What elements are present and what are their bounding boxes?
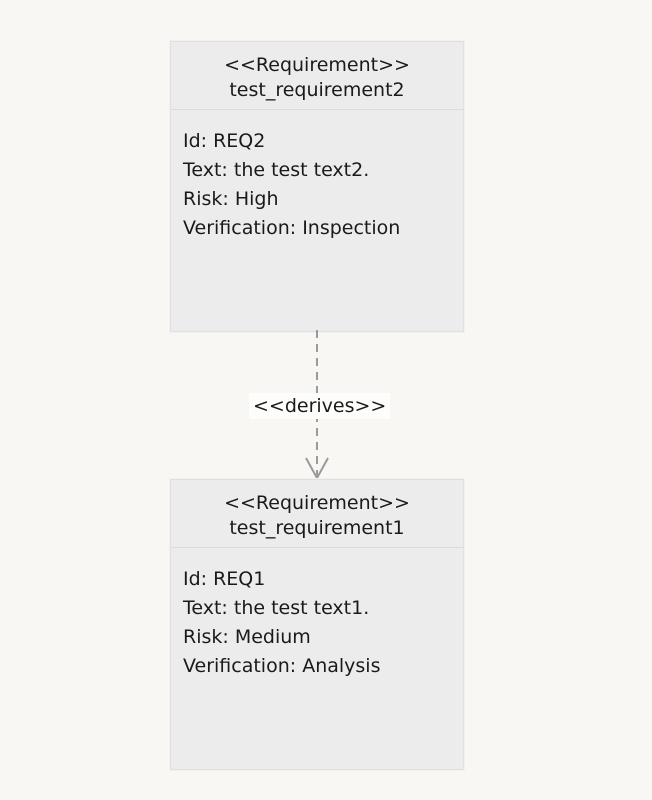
requirement-attribute-verification: Verification: Analysis — [183, 655, 381, 677]
requirement-stereotype: <<Requirement>> — [224, 53, 410, 76]
requirement-attribute-id: Id: REQ1 — [183, 568, 266, 590]
requirement-attribute-compartment: Id: REQ1 Text: the test text1. Risk: Med… — [171, 548, 463, 681]
requirement-stereotype: <<Requirement>> — [224, 491, 410, 514]
requirement-attribute-risk: Risk: Medium — [183, 626, 311, 648]
requirement-header: <<Requirement>> test_requirement1 — [171, 480, 463, 548]
requirement-header: <<Requirement>> test_requirement2 — [171, 42, 463, 110]
requirement-attribute-text: Text: the test text1. — [183, 597, 370, 619]
requirement-name: test_requirement2 — [229, 78, 405, 101]
requirement-block-test-requirement2[interactable]: <<Requirement>> test_requirement2 Id: RE… — [170, 41, 464, 332]
requirement-attribute-compartment: Id: REQ2 Text: the test text2. Risk: Hig… — [171, 110, 463, 243]
requirement-name: test_requirement1 — [229, 516, 405, 539]
requirement-attribute-risk: Risk: High — [183, 188, 279, 210]
requirement-block-test-requirement1[interactable]: <<Requirement>> test_requirement1 Id: RE… — [170, 479, 464, 770]
requirement-attribute-verification: Verification: Inspection — [183, 217, 401, 239]
derives-open-arrowhead-icon — [305, 457, 329, 481]
requirement-attribute-id: Id: REQ2 — [183, 130, 266, 152]
derives-label: <<derives>> — [249, 393, 391, 419]
requirement-attribute-text: Text: the test text2. — [183, 159, 370, 181]
